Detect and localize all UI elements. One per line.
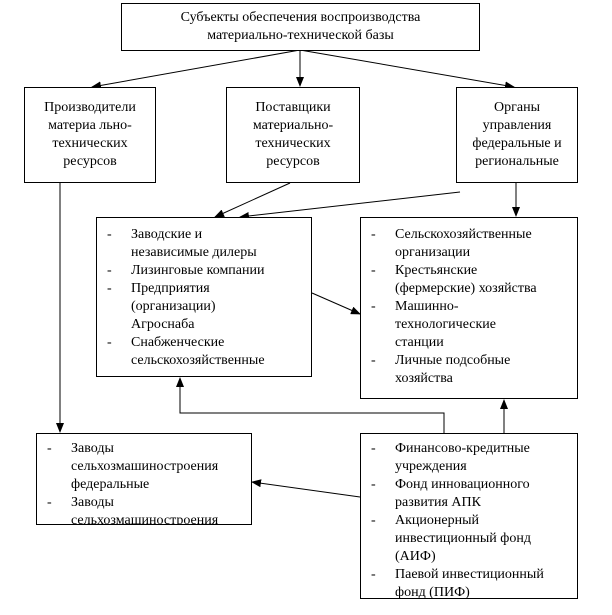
list-item: Заводы сельхозмашиностроения федеральные bbox=[47, 440, 245, 494]
subjects-title-box: Субъекты обеспечения воспроизводства мат… bbox=[121, 3, 480, 51]
title-line: материально-технической базы bbox=[207, 28, 394, 43]
dealers-list: Заводские и независимые дилеры Лизинговы… bbox=[97, 218, 311, 370]
producers-box: Производители материа льно- технических … bbox=[24, 87, 156, 183]
authorities-box: Органы управления федеральные и регионал… bbox=[456, 87, 578, 183]
list-item: Акционерный инвестиционный фонд (АИФ) bbox=[371, 512, 571, 566]
plants-list: Заводы сельхозмашиностроения федеральные… bbox=[37, 434, 251, 524]
list-item: Предприятия (организации) Агроснаба bbox=[107, 280, 305, 334]
list-item: Лизинговые компании bbox=[107, 262, 305, 280]
authorities-line: региональные bbox=[475, 154, 559, 169]
producers-line: материа льно- bbox=[48, 118, 132, 133]
arrow-top-to-authorities bbox=[299, 49, 515, 90]
suppliers-line: технических bbox=[255, 136, 331, 151]
arrow-dealers-to-agri bbox=[311, 292, 361, 315]
producers-line: технических bbox=[52, 136, 128, 151]
authorities-line: федеральные и bbox=[472, 136, 562, 151]
finance-box: Финансово-кредитные учреждения Фонд инно… bbox=[360, 433, 578, 599]
authorities-line: управления bbox=[482, 118, 552, 133]
list-item: Заводские и независимые дилеры bbox=[107, 226, 305, 262]
arrow-top-to-producers bbox=[91, 49, 301, 90]
list-item: Сельскохозяйственные организации bbox=[371, 226, 571, 262]
plants-box: Заводы сельхозмашиностроения федеральные… bbox=[36, 433, 252, 525]
suppliers-box: Поставщики материально- технических ресу… bbox=[226, 87, 360, 183]
arrow-finance-to-plants bbox=[251, 479, 361, 498]
list-item: Заводы сельхозмашиностроения bbox=[47, 494, 245, 524]
list-item: Фонд инновационного развития АПК bbox=[371, 476, 571, 512]
list-item: Личные подсобные хозяйства bbox=[371, 352, 571, 388]
list-item: Машинно- технологические станции bbox=[371, 298, 571, 352]
list-item: Паевой инвестиционный фонд (ПИФ) bbox=[371, 566, 571, 598]
arrow-finance-to-dealers bbox=[176, 377, 445, 433]
agri-list: Сельскохозяйственные организации Крестья… bbox=[361, 218, 577, 388]
agri-producers-box: Сельскохозяйственные организации Крестья… bbox=[360, 217, 578, 399]
producers-line: ресурсов bbox=[63, 154, 117, 169]
arrow-suppliers-to-dealers bbox=[214, 182, 291, 218]
list-item: Крестьянские (фермерские) хозяйства bbox=[371, 262, 571, 298]
dealers-box: Заводские и независимые дилеры Лизинговы… bbox=[96, 217, 312, 377]
authorities-line: Органы bbox=[494, 100, 540, 115]
suppliers-line: материально- bbox=[252, 118, 334, 133]
title-line: Субъекты обеспечения воспроизводства bbox=[180, 10, 421, 25]
suppliers-line: Поставщики bbox=[255, 100, 331, 115]
list-item: Финансово-кредитные учреждения bbox=[371, 440, 571, 476]
list-item: Снабженческие сельскохозяйственные bbox=[107, 334, 305, 370]
producers-line: Производители bbox=[44, 100, 136, 115]
arrow-authorities-to-dealers bbox=[239, 191, 461, 220]
finance-list: Финансово-кредитные учреждения Фонд инно… bbox=[361, 434, 577, 598]
suppliers-line: ресурсов bbox=[266, 154, 320, 169]
